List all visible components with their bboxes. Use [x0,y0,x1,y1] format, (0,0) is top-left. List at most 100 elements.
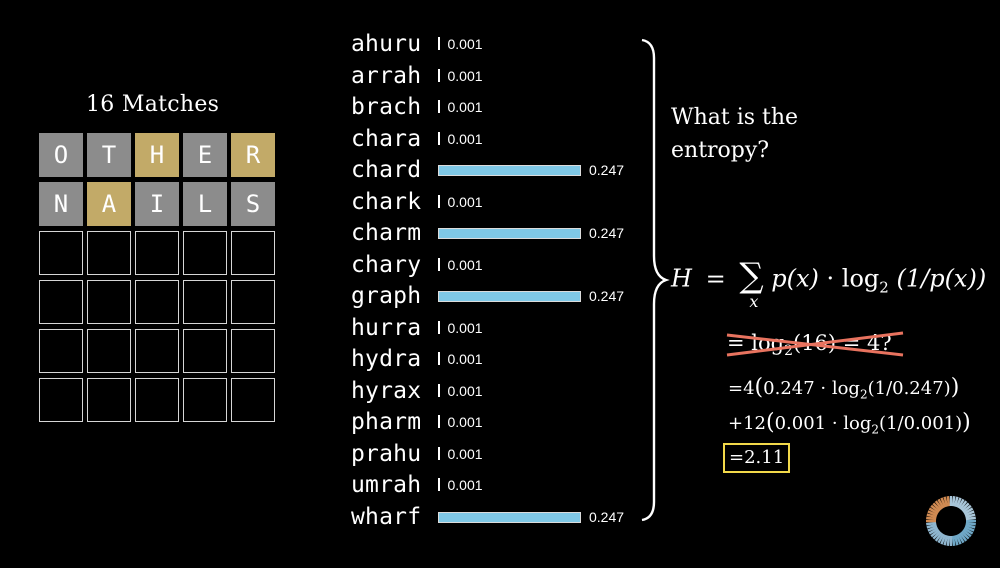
summation-icon: ∑ x [739,256,763,311]
probability-label: 0.001 [447,256,483,273]
spinner-segment [960,502,970,512]
grid-tile: S [231,182,275,226]
spinner-segment [930,529,940,538]
grid-tile [231,280,275,324]
probability-bar [438,446,440,460]
calc2-body: 0.001 · log [774,413,872,434]
probability-bar [438,131,440,145]
spinner-segment [940,534,947,545]
probability-label: 0.001 [447,36,483,52]
grid-tile [183,329,227,373]
spinner-segment [943,535,949,546]
formula-arg: (1/p(x)) [896,264,987,293]
grid-tile [135,280,179,324]
spinner-segment [955,497,962,508]
spinner-segment [963,527,974,535]
spinner-segment [960,530,970,540]
calc1-body: 0.247 · log [763,378,860,399]
grid-tile: L [183,182,227,226]
calc2-open: ( [766,410,775,435]
spinner-segment [928,527,939,535]
grid-tile [231,231,275,275]
spinner-segment [963,507,974,515]
candidate-word: hydra [351,346,422,372]
spinner-segment [965,513,976,519]
probability-label: 0.001 [447,477,483,493]
grid-tile [231,329,275,373]
spinner-segment [951,535,956,546]
right-brace-icon [641,38,670,522]
probability-bar [438,415,440,428]
spinner-segment [927,525,938,532]
calc2-prefix: +12 [728,413,766,434]
grid-tile [39,231,83,275]
candidate-word: chard [351,157,422,183]
question-line-2: entropy? [671,138,770,163]
candidate-word: pharm [351,409,422,435]
probability-label: 0.001 [447,99,483,115]
probability-bar [438,37,440,50]
probability-label: 0.247 [589,288,625,304]
spinner-segment [932,530,942,540]
grid-tile: O [39,133,83,177]
grid-tile [87,280,131,324]
spinner-segment [965,523,976,529]
spinner-segment [946,496,951,507]
probability-label: 0.001 [447,414,483,430]
probability-label: 0.247 [589,162,625,178]
candidate-word: hyrax [351,377,422,404]
grid-tile [135,329,179,373]
spinner-segment [962,504,972,513]
candidate-word: ahuru [351,31,422,57]
grid-tile: I [135,182,179,226]
calc1-tail: (1/0.247) [867,378,951,399]
probability-bar [438,511,581,523]
grid-tile [135,378,179,422]
calc2-base: 2 [871,422,880,437]
spinner-segment [957,498,965,509]
grid-tile: H [135,133,179,177]
candidate-word: chary [351,251,422,278]
grid-tile: T [87,133,131,177]
probability-bar [438,257,440,271]
grid-tile [183,280,227,324]
calc-line-2: +12(0.001 · log2(1/0.001)) [728,410,971,437]
entropy-result: =2.11 [723,443,791,473]
formula-equals: = [705,264,726,293]
probability-label: 0.001 [447,445,483,462]
probability-label: 0.001 [447,67,483,84]
formula-p: p(x) [771,264,819,293]
grid-tile [87,329,131,373]
calc-line-1: =4(0.247 · log2(1/0.247)) [728,375,959,402]
formula-lhs: H [671,264,692,293]
spinner-segment [959,532,968,542]
loading-spinner-icon [926,496,976,546]
candidate-word: umrah [351,472,422,498]
spinner-segment [926,516,937,521]
spinner-segment [940,497,947,508]
spinner-segment [953,535,959,546]
entropy-question: What is the entropy? [671,101,798,167]
strike-cross-icon [726,331,904,357]
grid-tile [39,280,83,324]
grid-tile [231,378,275,422]
probability-bar [438,68,440,82]
spinner-segment [926,513,937,519]
spinner-segment [964,525,975,532]
calc1-prefix: =4 [728,378,755,399]
spinner-segment [943,496,949,507]
spinner-segment [930,504,940,513]
formula-log: log [841,264,880,293]
spinner-segment [962,529,972,538]
grid-tile [183,378,227,422]
grid-tile: E [183,133,227,177]
spinner-segment [964,510,975,517]
question-line-1: What is the [671,105,799,130]
grid-tile [87,378,131,422]
sum-subscript: x [749,292,759,311]
probability-bar [438,383,440,397]
candidate-word: hurra [351,314,422,341]
spinner-segment [932,502,942,512]
struck-guess: = log2(16) = 4? [726,331,904,359]
